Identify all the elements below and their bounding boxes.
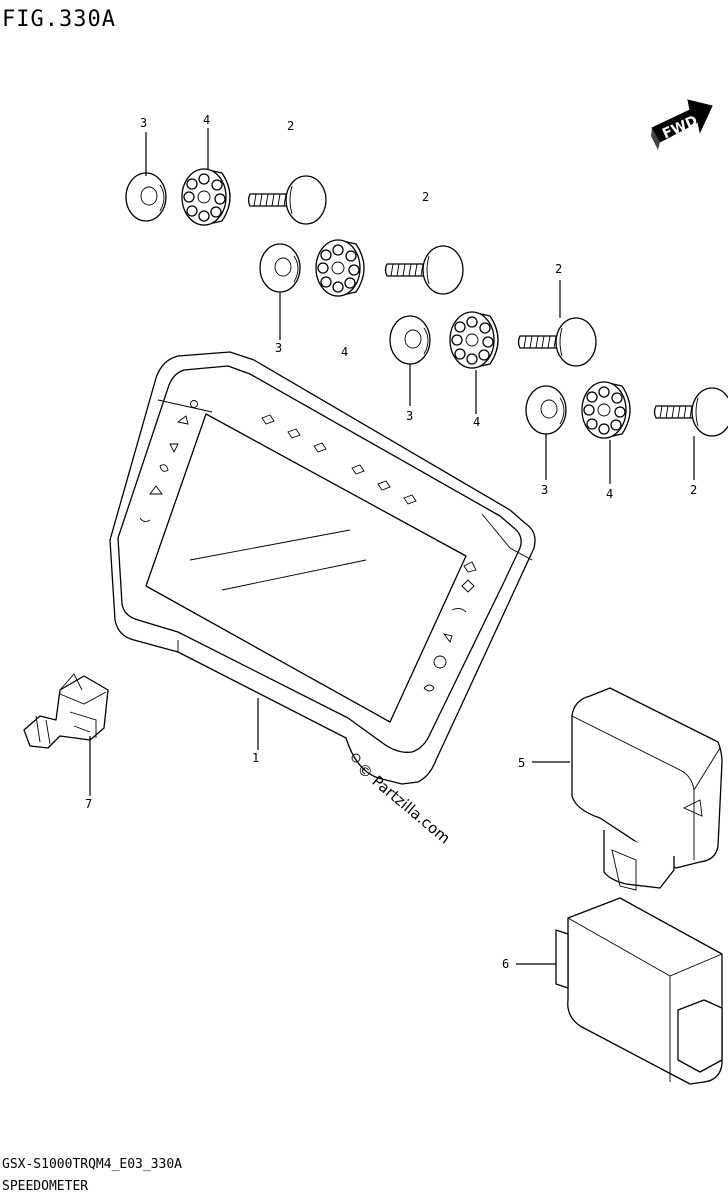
callout-2: 2 [422, 190, 429, 204]
bolt-part-2 [247, 175, 327, 225]
grommet-part-4 [315, 239, 365, 297]
callout-1: 1 [252, 751, 259, 765]
callout-2: 2 [555, 262, 562, 276]
bolt-part-2 [384, 245, 464, 295]
socket-part-7 [23, 673, 109, 749]
mount-set-3 [389, 311, 597, 369]
case-part-6 [555, 897, 723, 1085]
grommet-part-4 [581, 381, 631, 439]
section-name: SPEEDOMETER [2, 1179, 88, 1194]
callout-4: 4 [473, 415, 480, 429]
figure-title: FIG.330A [2, 7, 116, 32]
callout-4: 4 [341, 345, 348, 359]
speedometer-unit-part-1 [109, 351, 536, 785]
washer-part-3 [125, 172, 167, 222]
callout-5: 5 [518, 756, 525, 770]
callout-3: 3 [406, 409, 413, 423]
washer-part-3 [259, 243, 301, 293]
callout-3: 3 [275, 341, 282, 355]
callout-2: 2 [287, 119, 294, 133]
callout-7: 7 [85, 797, 92, 811]
bolt-part-2 [517, 317, 597, 367]
grommet-part-4 [181, 168, 231, 226]
mount-set-4 [525, 381, 728, 439]
bolt-part-2 [653, 387, 728, 437]
model-code: GSX-S1000TRQM4_E03_330A [2, 1157, 182, 1172]
callout-6: 6 [502, 957, 509, 971]
callout-4: 4 [203, 113, 210, 127]
mount-set-1 [125, 168, 327, 226]
grommet-part-4 [449, 311, 499, 369]
leader-lines [89, 128, 695, 965]
callout-4: 4 [606, 487, 613, 501]
fwd-arrow-icon: FWD [651, 99, 713, 150]
callout-2: 2 [690, 483, 697, 497]
control-unit-part-5 [571, 687, 723, 891]
washer-part-3 [525, 385, 567, 435]
washer-part-3 [389, 315, 431, 365]
callout-3: 3 [541, 483, 548, 497]
mount-set-2 [259, 239, 464, 297]
callout-3: 3 [140, 116, 147, 130]
